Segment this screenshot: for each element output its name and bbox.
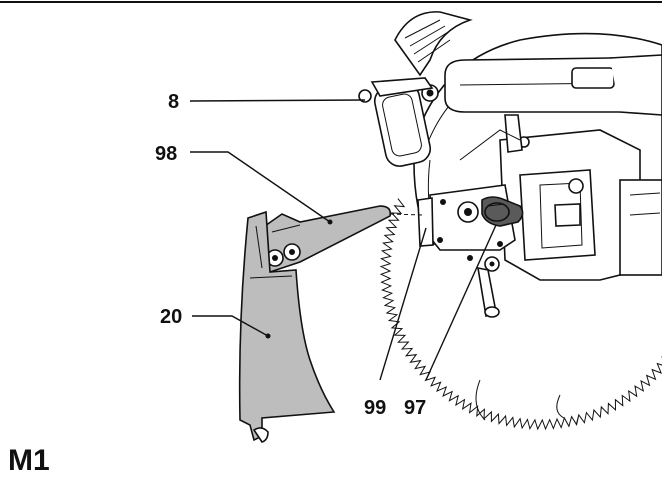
leader-8 xyxy=(189,99,366,102)
alignment-dashes xyxy=(389,213,423,216)
riving-knife-slot xyxy=(417,197,434,247)
top-hinge xyxy=(394,11,473,77)
leader-lines xyxy=(189,99,497,381)
figure-label: M1 xyxy=(8,444,50,476)
callout-97: 97 xyxy=(404,397,426,419)
guard-roller-assembly xyxy=(358,77,439,167)
callout-8: 8 xyxy=(168,91,179,113)
leader-dot-20 xyxy=(265,333,271,339)
guard-rod xyxy=(504,114,523,153)
saw-blade xyxy=(379,198,662,431)
lower-lever xyxy=(467,255,500,318)
callout-98: 98 xyxy=(155,143,177,165)
callout-20: 20 xyxy=(160,306,182,328)
locking-knob xyxy=(481,196,524,227)
motor-housing xyxy=(499,129,662,281)
leader-dot-98 xyxy=(327,219,333,225)
leader-99 xyxy=(379,227,427,381)
riving-knife-20 xyxy=(238,210,336,443)
leader-20 xyxy=(192,315,269,337)
riving-knife-98 xyxy=(257,205,392,273)
saw-handle xyxy=(444,54,662,116)
saw-assembly xyxy=(358,11,662,431)
callout-99: 99 xyxy=(364,397,386,419)
leader-97 xyxy=(425,224,497,381)
leader-98 xyxy=(190,151,331,223)
guard-link xyxy=(459,129,521,161)
